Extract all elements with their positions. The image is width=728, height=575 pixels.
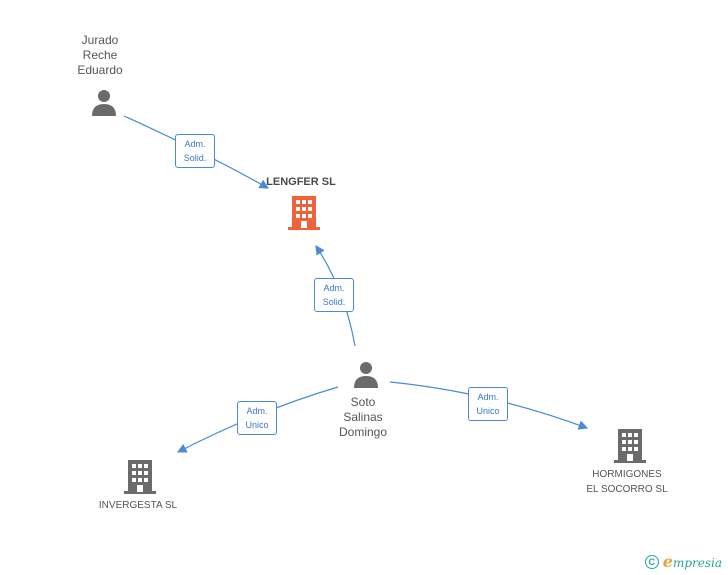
company-name-invergesta[interactable]: INVERGESTA SL — [98, 500, 178, 511]
brand-rest: mpresia — [672, 556, 722, 570]
person-icon[interactable] — [90, 88, 118, 116]
role-line: Adm. — [184, 139, 206, 149]
role-line: Adm. — [477, 392, 499, 402]
edge-label-soto-lengfer[interactable]: Adm. Solid. — [314, 278, 354, 312]
copyright-icon: C — [644, 554, 659, 569]
brand-logo: empresia — [663, 552, 722, 571]
person-name-soto[interactable]: Soto Salinas Domingo — [323, 395, 403, 440]
name-line: Eduardo — [77, 63, 123, 77]
edge-label-jurado-lengfer[interactable]: Adm. Solid. — [175, 134, 215, 168]
footer-brand[interactable]: C empresia — [644, 552, 722, 571]
role-line: Solid. — [322, 297, 346, 307]
building-icon[interactable] — [124, 460, 156, 494]
building-icon-main[interactable] — [288, 196, 320, 230]
edge-label-soto-invergesta[interactable]: Adm. Unico — [237, 401, 277, 435]
name-line: EL SOCORRO SL — [586, 484, 668, 495]
company-name-hormigones[interactable]: HORMIGONES EL SOCORRO SL — [577, 467, 677, 497]
role-line: Unico — [245, 420, 269, 430]
name-line: Soto — [350, 395, 376, 409]
name-line: HORMIGONES — [592, 469, 662, 480]
role-line: Adm. — [323, 283, 345, 293]
name-line: Reche — [82, 48, 118, 62]
name-line: Domingo — [338, 425, 388, 439]
name-line: Jurado — [81, 33, 119, 47]
person-name-jurado[interactable]: Jurado Reche Eduardo — [60, 33, 140, 78]
edge-label-soto-hormigones[interactable]: Adm. Unico — [468, 387, 508, 421]
building-icon[interactable] — [614, 429, 646, 463]
role-line: Unico — [476, 406, 500, 416]
name-line: Salinas — [343, 410, 383, 424]
company-name-lengfer[interactable]: LENGFER SL — [266, 176, 336, 188]
role-line: Adm. — [246, 406, 268, 416]
role-line: Solid. — [183, 153, 207, 163]
person-icon[interactable] — [352, 360, 380, 388]
brand-initial: e — [662, 552, 673, 571]
